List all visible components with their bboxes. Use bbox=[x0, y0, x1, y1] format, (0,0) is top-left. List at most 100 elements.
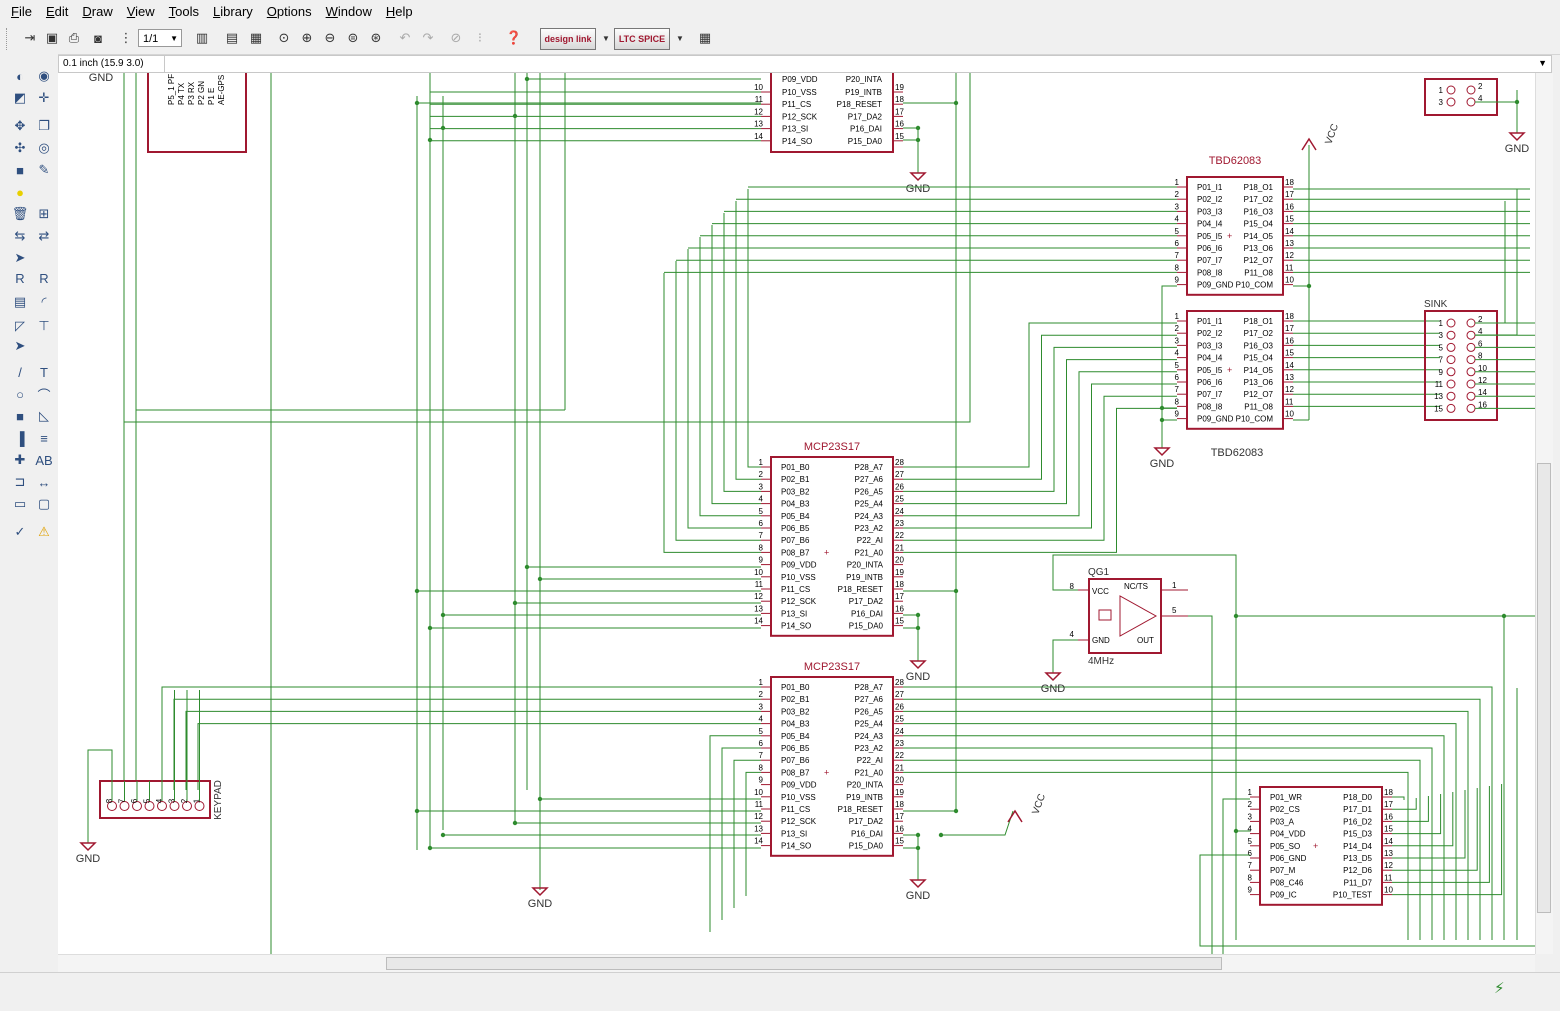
menu-file[interactable]: File bbox=[11, 4, 32, 19]
menu-library[interactable]: Library bbox=[213, 4, 253, 19]
pin-name: P06_GND bbox=[1270, 854, 1307, 863]
print-icon[interactable]: ⎙ bbox=[68, 30, 80, 45]
show-icon[interactable]: ◉ bbox=[38, 68, 50, 83]
ratsnest-icon[interactable]: ▢ bbox=[37, 496, 51, 511]
pin-number: 4 bbox=[1248, 825, 1253, 834]
script-icon[interactable]: ▤ bbox=[225, 30, 239, 45]
pin-name: P02_I2 bbox=[1197, 195, 1223, 204]
copy-icon[interactable]: ❐ bbox=[38, 118, 50, 133]
header-pin bbox=[1446, 97, 1456, 107]
warning-icon[interactable]: ⚠ bbox=[38, 524, 50, 539]
zoom-select-icon[interactable]: ⊛ bbox=[370, 30, 382, 45]
circle-icon[interactable]: ○ bbox=[16, 386, 24, 402]
pin-name: P08_C46 bbox=[1270, 878, 1304, 887]
pin-number: 25 bbox=[895, 715, 904, 724]
ltspice-dropdown-icon[interactable]: ▼ bbox=[676, 33, 684, 43]
designlink-button[interactable]: design link bbox=[540, 28, 596, 50]
pinswap-icon[interactable]: ⇆ bbox=[14, 228, 26, 243]
rotate-icon[interactable]: ◎ bbox=[38, 140, 50, 155]
horizontal-scroll-thumb[interactable] bbox=[386, 957, 1222, 970]
name-icon[interactable]: R bbox=[15, 270, 25, 286]
dimension-icon[interactable]: ↔ bbox=[37, 474, 51, 490]
net-icon[interactable]: ≡ bbox=[40, 430, 48, 446]
menu-options[interactable]: Options bbox=[266, 4, 312, 19]
horizontal-scrollbar[interactable] bbox=[58, 954, 1535, 972]
wire bbox=[903, 322, 1177, 468]
text-icon[interactable]: T bbox=[40, 364, 48, 380]
designlink-dropdown-icon[interactable]: ▼ bbox=[602, 33, 610, 43]
delete-icon[interactable]: 🗑 bbox=[11, 206, 29, 221]
sheet-select[interactable]: 1/1▼ bbox=[138, 29, 182, 47]
cam-icon[interactable]: ◙ bbox=[94, 30, 102, 46]
go-icon[interactable]: ⁝ bbox=[477, 30, 483, 45]
route-icon[interactable]: ➤ bbox=[14, 338, 26, 353]
pin-number: 1 bbox=[193, 798, 202, 803]
arc-icon[interactable]: ⌒ bbox=[37, 387, 51, 403]
menu-edit[interactable]: Edit bbox=[45, 4, 69, 19]
pin-number: 17 bbox=[895, 107, 904, 116]
display-icon[interactable]: ◩ bbox=[13, 90, 27, 105]
move-icon[interactable]: ✥ bbox=[14, 118, 26, 133]
split-icon[interactable]: ◸ bbox=[15, 318, 25, 333]
menu-help[interactable]: Help bbox=[385, 4, 413, 19]
bus-icon[interactable]: ▐ bbox=[15, 430, 25, 446]
wire-icon[interactable]: / bbox=[18, 364, 22, 380]
menu-view[interactable]: View bbox=[126, 4, 155, 19]
command-input[interactable] bbox=[175, 56, 1541, 74]
replace-icon[interactable]: ➤ bbox=[14, 250, 26, 265]
menu-tools[interactable]: Tools bbox=[168, 4, 200, 19]
paste-icon[interactable]: ● bbox=[16, 184, 24, 200]
mark-icon[interactable]: ✛ bbox=[38, 90, 50, 105]
pin-number: 16 bbox=[1285, 202, 1294, 211]
pin-name: P15_O4 bbox=[1244, 354, 1274, 363]
miter-icon[interactable]: ◜ bbox=[41, 294, 47, 309]
board-switch-icon[interactable]: ▥ bbox=[195, 30, 209, 45]
mirror-icon[interactable]: ✣ bbox=[14, 140, 26, 155]
value-icon[interactable]: R bbox=[39, 270, 49, 286]
info-icon[interactable]: ◐ bbox=[16, 68, 24, 84]
rect-icon[interactable]: ■ bbox=[16, 408, 24, 424]
grid-icon[interactable]: ▦ bbox=[698, 30, 712, 45]
junction-icon[interactable]: ✚ bbox=[14, 452, 26, 467]
gateswap-icon[interactable]: ⇄ bbox=[38, 228, 50, 243]
add-icon[interactable]: ⊞ bbox=[38, 206, 50, 221]
redo-icon[interactable]: ↷ bbox=[422, 30, 434, 45]
vertical-scrollbar[interactable] bbox=[1535, 73, 1553, 954]
attribute-icon[interactable]: ⊐ bbox=[14, 474, 26, 489]
frame-icon[interactable]: ▭ bbox=[13, 496, 27, 511]
pin-number: 7 bbox=[759, 531, 764, 540]
change-icon[interactable]: ✎ bbox=[38, 162, 50, 177]
ulp-icon[interactable]: ▦ bbox=[249, 30, 263, 45]
zoom-in-icon[interactable]: ⊕ bbox=[301, 30, 313, 45]
polygon-icon[interactable]: ◺ bbox=[39, 408, 49, 423]
group-icon[interactable]: ■ bbox=[16, 162, 24, 178]
lightning-icon[interactable]: ⚡ bbox=[1494, 980, 1505, 997]
help-icon[interactable]: ❓ bbox=[505, 30, 523, 45]
erc-icon[interactable]: ✓ bbox=[14, 524, 26, 539]
pin-name: P12_SCK bbox=[782, 112, 818, 121]
open-icon[interactable]: ⇥ bbox=[24, 30, 36, 45]
menu-draw[interactable]: Draw bbox=[82, 4, 113, 19]
stop-icon[interactable]: ⊘ bbox=[450, 30, 462, 45]
zoom-out-icon[interactable]: ⊖ bbox=[324, 30, 336, 45]
zoom-fit-icon[interactable]: ⊙ bbox=[278, 30, 290, 45]
menu-window[interactable]: Window bbox=[325, 4, 372, 19]
pin-name: P18_D0 bbox=[1343, 793, 1372, 802]
smash-icon[interactable]: ▤ bbox=[13, 294, 27, 309]
undo-icon[interactable]: ↶ bbox=[399, 30, 411, 45]
pin-number: 12 bbox=[754, 592, 763, 601]
command-history-dropdown-icon[interactable]: ▼ bbox=[1538, 58, 1547, 68]
vertical-scroll-thumb[interactable] bbox=[1537, 463, 1551, 913]
sheet-icon[interactable]: ⋮ bbox=[119, 30, 133, 45]
pin-name: P04_I4 bbox=[1197, 354, 1223, 363]
wire bbox=[903, 747, 1433, 940]
pin-number: 10 bbox=[1478, 364, 1487, 373]
optimize-icon[interactable]: ⊤ bbox=[38, 318, 50, 333]
toolbar-grip[interactable] bbox=[6, 28, 10, 50]
pin-name: P17_DA2 bbox=[849, 597, 884, 606]
zoom-redraw-icon[interactable]: ⊜ bbox=[347, 30, 359, 45]
label-icon[interactable]: AB bbox=[35, 452, 53, 468]
ltspice-button[interactable]: LTC SPICE bbox=[614, 28, 670, 50]
save-icon[interactable]: ▣ bbox=[45, 30, 59, 45]
